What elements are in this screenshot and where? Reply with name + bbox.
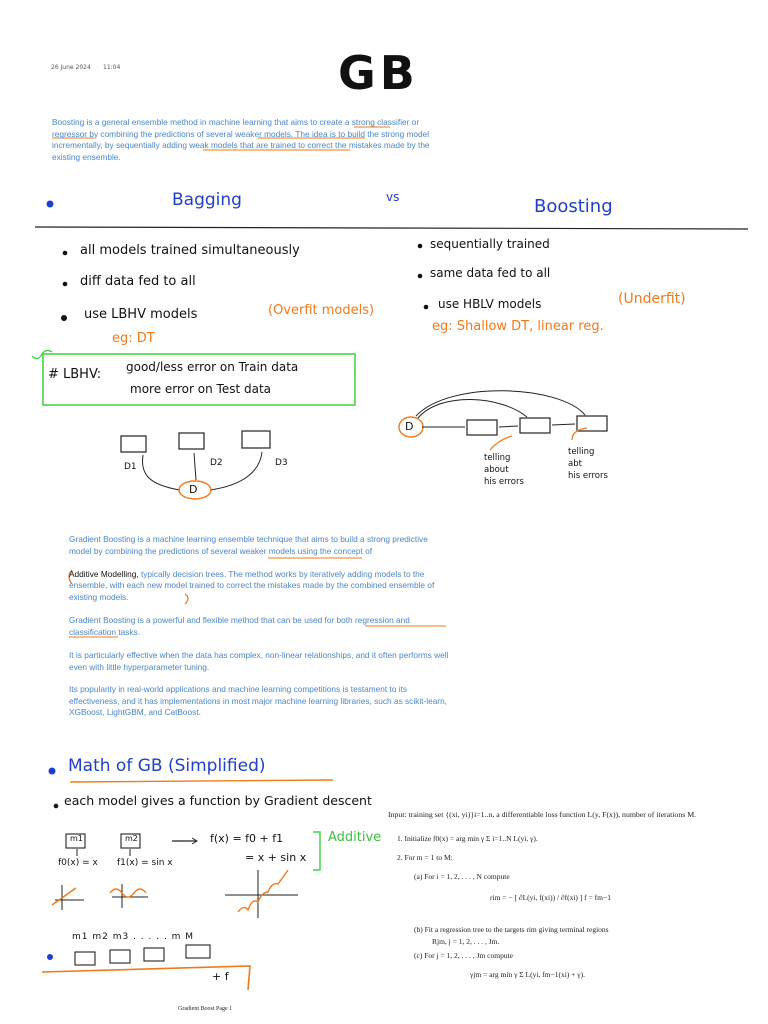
right-item: sequentially trained	[430, 237, 550, 251]
boost-model-box	[519, 417, 551, 434]
date: 26 June 2024	[51, 64, 91, 71]
m2-label: m2	[125, 834, 138, 843]
boost-orange-arrow	[489, 435, 513, 451]
boost-note-1: telling about his errors	[484, 453, 524, 487]
gb-paragraph-3: It is particularly effective when the da…	[69, 650, 449, 672]
gb-paragraph-2: Gradient Boosting is a powerful and flex…	[69, 615, 410, 637]
left-item: all models trained simultaneously	[80, 243, 300, 258]
section-bullet	[48, 767, 56, 775]
time: 11:04	[103, 64, 121, 71]
bag-model-box	[120, 435, 147, 453]
bag-arrow	[141, 454, 181, 491]
algorithm-equation: rim = − [ ∂L(yi, f(xi)) / ∂f(xi) ] f = f…	[490, 893, 611, 902]
svg-text:+ f: + f	[212, 970, 230, 983]
list-bullet	[61, 315, 67, 321]
bagging-heading: Bagging	[172, 190, 242, 210]
boost-model-box	[466, 419, 498, 436]
boost-arrow	[415, 390, 586, 417]
left-item: diff data fed to all	[80, 274, 196, 289]
right-example: eg: Shallow DT, linear reg.	[432, 319, 604, 334]
left-note: (Overfit models)	[268, 303, 375, 318]
boost-arrow	[551, 423, 576, 426]
algorithm-input: Input: training set {(xi, yi)}i=1..n, a …	[388, 810, 697, 819]
boost-arrow	[417, 399, 528, 419]
page-title: GB	[338, 46, 419, 100]
f0-label: f0(x) = x	[58, 858, 98, 868]
math-model-box	[65, 833, 86, 849]
additive-bracket	[313, 831, 321, 871]
math-heading: Math of GB (Simplified)	[68, 756, 266, 776]
boost-arrow	[498, 425, 519, 428]
lbhv-line1: good/less error on Train data	[126, 360, 299, 374]
bag-source-label: D	[189, 483, 198, 496]
additive-label: Additive	[328, 830, 382, 845]
compare-divider	[34, 226, 749, 230]
bag-arrow	[209, 451, 263, 491]
list-bullet	[62, 281, 68, 287]
page-footer: Gradient Boost Page 1	[178, 1006, 233, 1012]
list-bullet	[417, 243, 423, 249]
lbhv-label: # LBHV:	[48, 367, 102, 382]
intro-paragraph: Boosting is a general ensemble method in…	[52, 117, 430, 162]
lbhv-box	[42, 353, 356, 406]
additive-modelling-term: Additive Modelling,	[69, 568, 139, 579]
algorithm-step-1: 1. Initialize f0(x) = arg min γ Σ i=1..N…	[397, 834, 538, 843]
math-bullet: each model gives a function by Gradient …	[64, 793, 372, 808]
list-bullet	[417, 273, 423, 279]
left-item: use LBHV models	[84, 307, 198, 322]
gb-paragraph-4: Its popularity in real-world application…	[69, 684, 447, 717]
lbhv-line2: more error on Test data	[130, 382, 271, 396]
bag-data-label: D3	[275, 458, 288, 468]
bag-data-label: D2	[210, 458, 223, 468]
bag-data-label: D1	[124, 462, 137, 472]
bag-arrow	[193, 452, 197, 481]
algorithm-step-2b-cont: Rjm, j = 1, 2, . . . , Jm.	[432, 937, 500, 946]
algorithm-step-2b: (b) Fit a regression tree to the targets…	[414, 925, 609, 934]
math-model-box	[120, 833, 141, 849]
algorithm-step-2: 2. For m = 1 to M:	[397, 853, 453, 862]
boost-source-label: D	[405, 420, 414, 433]
algorithm-step-2a: (a) For i = 1, 2, . . . , N compute	[414, 872, 510, 881]
bottom-models-label: m1 m2 m3 . . . . . m M	[72, 932, 195, 942]
boost-note-2: telling abt his errors	[568, 447, 608, 481]
vs-label: vs	[386, 190, 400, 204]
bag-source-circle	[178, 480, 212, 500]
section-bullet	[46, 200, 54, 208]
bag-model-box	[178, 432, 205, 450]
algorithm-step-2c: (c) For j = 1, 2, . . . , Jm compute	[414, 951, 514, 960]
boost-model-box	[576, 415, 608, 432]
list-bullet	[423, 304, 429, 310]
f1-label: f1(x) = sin x	[117, 858, 173, 868]
right-note: (Underfit)	[618, 291, 686, 307]
boosting-heading: Boosting	[534, 196, 613, 217]
m1-label: m1	[70, 834, 83, 843]
fx-line1: f(x) = f0 + f1	[210, 832, 284, 845]
right-item: use HBLV models	[438, 297, 542, 311]
boost-orange-arrow	[571, 427, 588, 441]
right-item: same data fed to all	[430, 266, 551, 280]
left-example: eg: DT	[112, 331, 155, 346]
check-mark	[31, 349, 53, 360]
list-bullet	[53, 803, 59, 809]
gb-paragraph-1: Gradient Boosting is a machine learning …	[69, 534, 435, 602]
list-bullet	[62, 250, 68, 256]
bag-model-box	[241, 430, 271, 449]
algorithm-step-2c-eq: γjm = arg min γ Σ L(yi, fm−1(xi) + γ).	[470, 970, 585, 979]
fx-line2: = x + sin x	[245, 851, 307, 864]
